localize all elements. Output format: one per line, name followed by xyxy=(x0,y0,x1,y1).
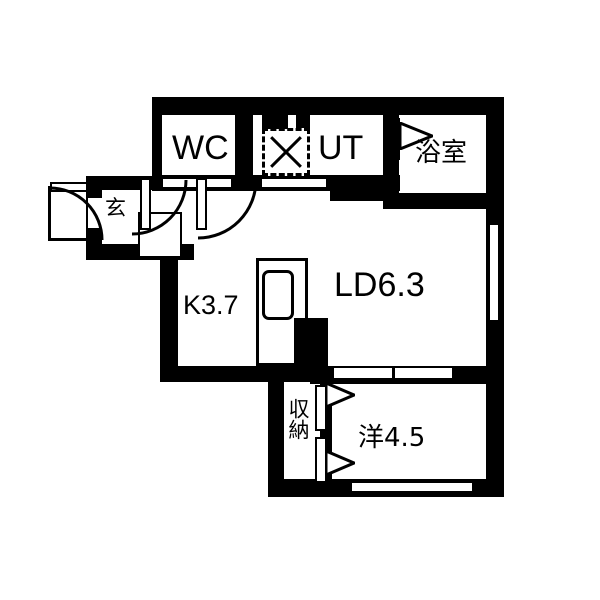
wall-nub-above-washer xyxy=(262,115,288,129)
room-fill-closet xyxy=(280,385,320,490)
room-label-closet: 収納 xyxy=(286,398,311,440)
kitchen-sink-icon xyxy=(262,270,294,320)
entrance-door-hinge xyxy=(48,186,51,240)
entrance-door-swing-arc xyxy=(49,186,104,241)
wall-counter-shoulder xyxy=(294,318,312,368)
bath-folding-door-triangle xyxy=(398,120,436,152)
room-label-bath: 浴室 xyxy=(415,138,468,168)
room-fill-wc xyxy=(160,115,235,175)
closet-folding-door-icon-upper[interactable] xyxy=(324,380,358,413)
room-label-bedroom: 洋4.5 xyxy=(358,423,426,453)
bath-door-jamb xyxy=(390,118,400,160)
wall-wc-right xyxy=(235,115,253,177)
room-label-ut: UT xyxy=(318,129,364,167)
room-label-kitchen: K3.7 xyxy=(183,290,239,320)
bath-folding-door-icon[interactable] xyxy=(398,120,436,155)
window-utility xyxy=(262,177,326,189)
room-label-entrance: 玄 xyxy=(105,196,126,220)
washing-machine-pan-icon xyxy=(262,128,310,176)
window-bedroom-south xyxy=(352,481,472,493)
hall-door-panel-1[interactable] xyxy=(140,178,151,230)
wall-left-upper xyxy=(152,97,162,175)
wall-closet-bottom xyxy=(268,481,332,497)
entrance-threshold xyxy=(48,238,102,241)
window-living-east xyxy=(488,225,500,320)
closet-door-panel-upper[interactable] xyxy=(315,385,327,431)
wall-kitchen-living xyxy=(310,318,328,380)
room-label-living: LD6.3 xyxy=(334,266,425,304)
wall-exterior-left-kitchen xyxy=(160,230,178,380)
sliding-door-mullion xyxy=(392,366,395,380)
wall-closet-left xyxy=(268,370,284,497)
room-fill-bedroom xyxy=(330,385,495,490)
closet-folding-triangle-upper xyxy=(324,380,358,410)
wall-exterior-bottom-kitchen xyxy=(160,366,350,382)
closet-folding-door-icon-lower[interactable] xyxy=(324,448,358,481)
wall-ut-bottom-right xyxy=(330,175,384,201)
wall-hall-stub xyxy=(86,222,102,260)
wall-exterior-top xyxy=(152,97,504,115)
hall-door-panel-2[interactable] xyxy=(196,178,207,230)
hall-door-swing-arc-2 xyxy=(197,179,258,240)
room-label-wc: WC xyxy=(172,129,229,167)
closet-folding-triangle-lower xyxy=(324,448,358,478)
wall-nub-right-washer xyxy=(296,115,310,128)
hall-door-swing-arc-1 xyxy=(131,179,188,236)
room-fill-living xyxy=(328,200,495,370)
wall-bath-bottom xyxy=(383,193,495,209)
